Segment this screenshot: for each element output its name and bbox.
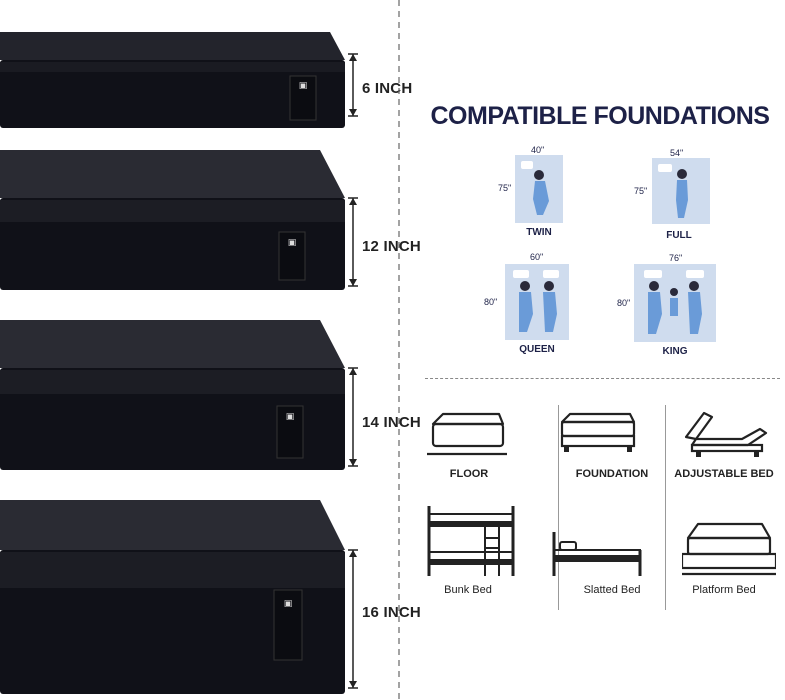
foundation-floor: FLOOR bbox=[425, 405, 555, 500]
queen-length: 80" bbox=[484, 297, 498, 307]
foundation-bed-icon bbox=[560, 412, 636, 452]
size-card-twin bbox=[515, 155, 563, 228]
dimension-14-inch bbox=[346, 366, 360, 468]
size-label-twin: TWIN bbox=[526, 227, 552, 238]
mattress-16-inch: ▣ bbox=[0, 496, 345, 700]
foundation-label-adjustable: ADJUSTABLE BED bbox=[674, 468, 774, 480]
queen-bed-diagram-icon bbox=[505, 264, 569, 340]
grid-divider-1 bbox=[558, 405, 559, 610]
twin-length: 75" bbox=[498, 183, 512, 193]
mattress-14-inch: ▣ bbox=[0, 316, 345, 476]
adjustable-bed-icon bbox=[684, 411, 768, 457]
full-length: 75" bbox=[634, 186, 648, 196]
svg-text:▣: ▣ bbox=[288, 238, 297, 248]
size-label-full: FULL bbox=[666, 230, 692, 241]
twin-bed-diagram-icon bbox=[515, 155, 563, 223]
size-label-queen: QUEEN bbox=[519, 344, 555, 355]
svg-text:▣: ▣ bbox=[284, 599, 293, 609]
size-card-queen bbox=[505, 264, 569, 345]
page-title: COMPATIBLE FOUNDATIONS bbox=[430, 102, 770, 130]
twin-width: 40" bbox=[531, 145, 545, 155]
height-label-12: 12 INCH bbox=[362, 238, 421, 255]
foundation-label-floor: FLOOR bbox=[449, 468, 489, 480]
size-card-king bbox=[634, 264, 716, 347]
height-label-14: 14 INCH bbox=[362, 414, 421, 431]
slatted-bed-icon bbox=[552, 532, 642, 576]
foundation-label-slatted: Slatted Bed bbox=[583, 584, 641, 596]
bunk-bed-icon bbox=[427, 506, 515, 576]
size-card-full bbox=[652, 158, 710, 229]
foundation-platform: Platform Bed bbox=[668, 500, 780, 610]
platform-bed-icon bbox=[682, 522, 776, 576]
foundation-slatted: Slatted Bed bbox=[552, 500, 665, 610]
foundation-label-bunk: Bunk Bed bbox=[444, 584, 492, 596]
mattress-12-inch: ▣ bbox=[0, 146, 345, 296]
full-width: 54" bbox=[670, 148, 684, 158]
foundation-label-platform: Platform Bed bbox=[692, 584, 756, 596]
foundation-adjustable: ADJUSTABLE BED bbox=[668, 405, 780, 500]
mattress-16-inch-image: ▣ bbox=[0, 500, 345, 694]
vertical-dashed-divider bbox=[398, 0, 400, 700]
dimension-6-inch bbox=[346, 52, 360, 118]
dimension-16-inch bbox=[346, 548, 360, 690]
height-label-16: 16 INCH bbox=[362, 604, 421, 621]
full-bed-diagram-icon bbox=[652, 158, 710, 224]
king-bed-diagram-icon bbox=[634, 264, 716, 342]
foundation-foundation: FOUNDATION bbox=[560, 405, 665, 500]
foundation-label-foundation: FOUNDATION bbox=[575, 468, 649, 480]
height-label-6: 6 INCH bbox=[362, 80, 413, 97]
floor-bed-icon bbox=[427, 412, 507, 456]
horizontal-dashed-divider bbox=[425, 378, 780, 379]
king-width: 76" bbox=[669, 253, 683, 263]
mattress-6-inch-image: ▣ bbox=[0, 32, 345, 128]
size-label-king: KING bbox=[662, 346, 688, 357]
mattress-14-inch-image: ▣ bbox=[0, 320, 345, 470]
grid-divider-2 bbox=[665, 405, 666, 610]
svg-text:▣: ▣ bbox=[286, 412, 295, 422]
mattress-6-inch: ▣ bbox=[0, 12, 345, 132]
king-length: 80" bbox=[617, 298, 631, 308]
foundation-bunk: Bunk Bed bbox=[425, 500, 555, 610]
mattress-12-inch-image: ▣ bbox=[0, 150, 345, 290]
svg-text:▣: ▣ bbox=[299, 81, 308, 91]
queen-width: 60" bbox=[530, 252, 544, 262]
dimension-12-inch bbox=[346, 196, 360, 288]
